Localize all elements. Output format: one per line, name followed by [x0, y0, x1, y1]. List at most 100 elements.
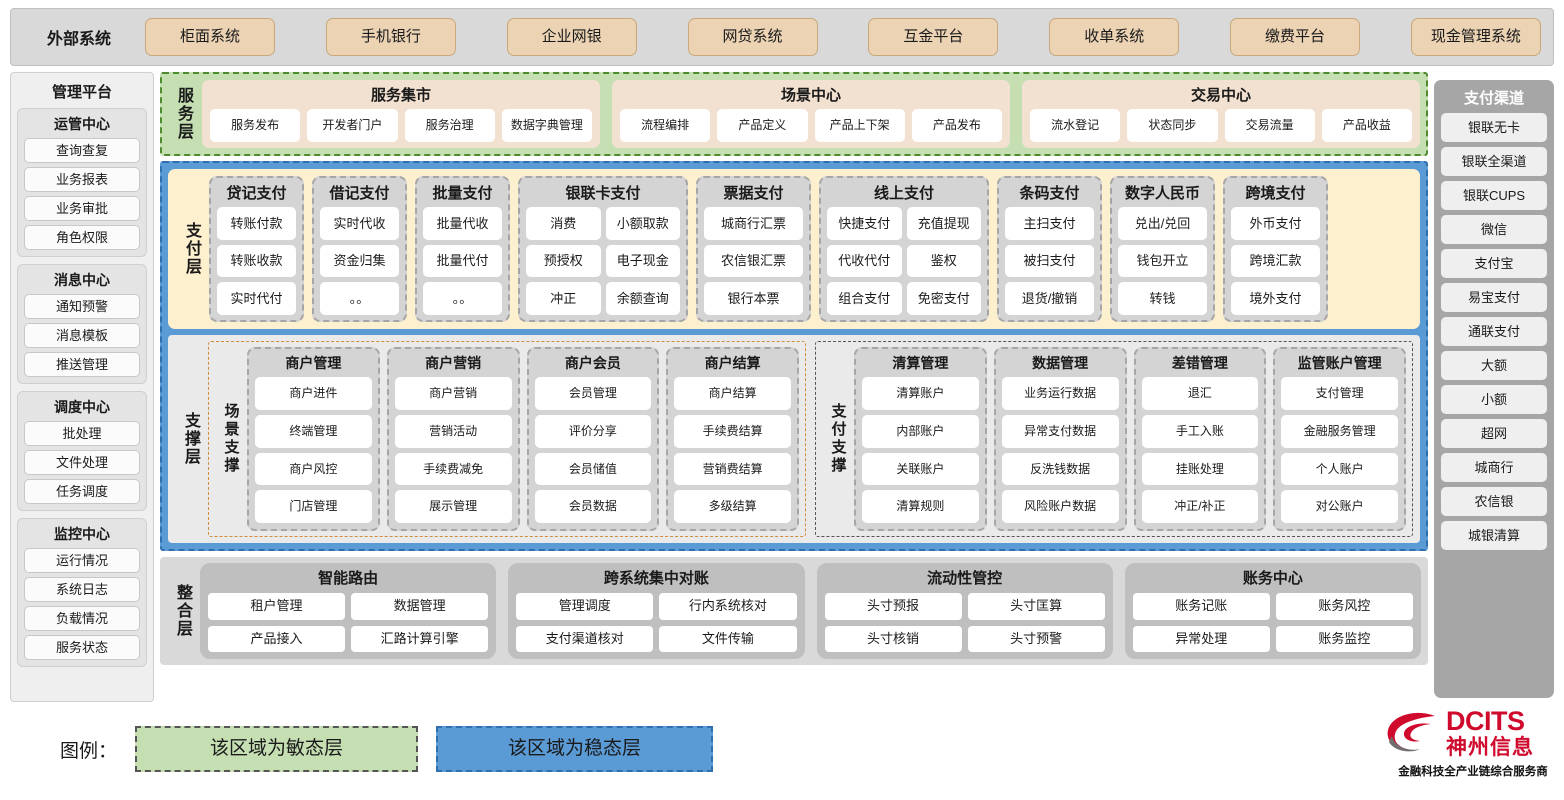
support-item[interactable]: 风险账户数据 — [1001, 490, 1119, 523]
payment-item[interactable]: 快捷支付 — [827, 207, 902, 240]
payment-channel-item[interactable]: 易宝支付 — [1441, 283, 1547, 312]
payment-item[interactable]: 批量代收 — [423, 207, 502, 240]
support-item[interactable]: 金融服务管理 — [1281, 414, 1398, 448]
payment-channel-item[interactable]: 城商行 — [1441, 453, 1547, 482]
payment-item[interactable]: 外币支付 — [1231, 207, 1320, 240]
support-item[interactable]: 评价分享 — [534, 414, 652, 448]
support-item[interactable]: 门店管理 — [255, 490, 372, 523]
support-item[interactable]: 手续费结算 — [674, 414, 791, 448]
integration-item[interactable]: 头寸匡算 — [967, 593, 1105, 620]
management-item[interactable]: 任务调度 — [24, 479, 140, 504]
payment-channel-item[interactable]: 微信 — [1441, 215, 1547, 244]
payment-item[interactable]: 境外支付 — [1231, 282, 1320, 315]
support-item[interactable]: 商户营销 — [394, 377, 512, 410]
payment-item[interactable]: 组合支付 — [827, 282, 902, 315]
payment-item[interactable]: 兑出/兑回 — [1118, 207, 1207, 240]
support-item[interactable]: 手续费减免 — [394, 452, 512, 486]
service-item[interactable]: 流水登记 — [1030, 109, 1121, 142]
external-system-item[interactable]: 网贷系统 — [687, 18, 818, 56]
support-item[interactable]: 个人账户 — [1281, 452, 1398, 486]
support-item[interactable]: 手工入账 — [1141, 414, 1259, 448]
support-item[interactable]: 营销活动 — [394, 414, 512, 448]
support-item[interactable]: 清算账户 — [862, 377, 979, 410]
support-item[interactable]: 业务运行数据 — [1001, 377, 1119, 410]
payment-channel-item[interactable]: 支付宝 — [1441, 249, 1547, 278]
support-item[interactable]: 清算规则 — [862, 490, 979, 523]
payment-channel-item[interactable]: 银联CUPS — [1441, 181, 1547, 210]
service-item[interactable]: 数据字典管理 — [501, 109, 592, 142]
service-item[interactable]: 产品上下架 — [814, 109, 905, 142]
integration-item[interactable]: 行内系统核对 — [659, 593, 797, 620]
payment-item[interactable]: 转账收款 — [217, 244, 296, 278]
management-item[interactable]: 角色权限 — [24, 225, 140, 250]
payment-channel-item[interactable]: 农信银 — [1441, 487, 1547, 516]
payment-item[interactable]: 实时代收 — [320, 207, 399, 240]
integration-item[interactable]: 头寸核销 — [824, 625, 962, 652]
payment-channel-item[interactable]: 超网 — [1441, 419, 1547, 448]
external-system-item[interactable]: 现金管理系统 — [1410, 18, 1541, 56]
management-item[interactable]: 运行情况 — [24, 548, 140, 573]
support-item[interactable]: 商户进件 — [255, 377, 372, 410]
payment-item[interactable]: 鉴权 — [906, 244, 981, 278]
payment-item[interactable]: 充值提现 — [906, 207, 981, 240]
payment-item[interactable]: 退货/撤销 — [1005, 282, 1094, 315]
support-item[interactable]: 会员储值 — [534, 452, 652, 486]
support-item[interactable]: 商户风控 — [255, 452, 372, 486]
service-item[interactable]: 交易流量 — [1224, 109, 1315, 142]
support-item[interactable]: 商户结算 — [674, 377, 791, 410]
support-item[interactable]: 多级结算 — [674, 490, 791, 523]
service-item[interactable]: 服务治理 — [404, 109, 495, 142]
service-item[interactable]: 产品定义 — [717, 109, 808, 142]
support-item[interactable]: 反洗钱数据 — [1001, 452, 1119, 486]
payment-item[interactable]: 转账付款 — [217, 207, 296, 240]
integration-item[interactable]: 账务监控 — [1275, 625, 1413, 652]
support-item[interactable]: 内部账户 — [862, 414, 979, 448]
payment-item[interactable]: 小额取款 — [605, 207, 680, 240]
integration-item[interactable]: 文件传输 — [659, 625, 797, 652]
integration-item[interactable]: 汇路计算引擎 — [351, 625, 489, 652]
integration-item[interactable]: 数据管理 — [351, 593, 489, 620]
management-item[interactable]: 通知预警 — [24, 294, 140, 319]
payment-item[interactable]: 被扫支付 — [1005, 244, 1094, 278]
management-item[interactable]: 服务状态 — [24, 635, 140, 660]
support-item[interactable]: 会员管理 — [534, 377, 652, 410]
payment-item[interactable]: 城商行汇票 — [704, 207, 803, 240]
management-item[interactable]: 负载情况 — [24, 606, 140, 631]
payment-item[interactable]: 钱包开立 — [1118, 244, 1207, 278]
payment-channel-item[interactable]: 通联支付 — [1441, 317, 1547, 346]
payment-item[interactable]: 批量代付 — [423, 244, 502, 278]
support-item[interactable]: 对公账户 — [1281, 490, 1398, 523]
service-item[interactable]: 状态同步 — [1127, 109, 1218, 142]
service-item[interactable]: 流程编排 — [620, 109, 711, 142]
support-item[interactable]: 关联账户 — [862, 452, 979, 486]
payment-item[interactable]: 资金归集 — [320, 244, 399, 278]
external-system-item[interactable]: 缴费平台 — [1230, 18, 1361, 56]
integration-item[interactable]: 支付渠道核对 — [516, 625, 654, 652]
service-item[interactable]: 开发者门户 — [307, 109, 398, 142]
payment-item[interactable]: 免密支付 — [906, 282, 981, 315]
payment-item[interactable]: 冲正 — [526, 282, 601, 315]
payment-item[interactable]: 。。 — [423, 282, 502, 315]
management-item[interactable]: 消息模板 — [24, 323, 140, 348]
payment-item[interactable]: 银行本票 — [704, 282, 803, 315]
external-system-item[interactable]: 收单系统 — [1049, 18, 1180, 56]
integration-item[interactable]: 管理调度 — [516, 593, 654, 620]
integration-item[interactable]: 头寸预警 — [967, 625, 1105, 652]
payment-item[interactable]: 。。 — [320, 282, 399, 315]
management-item[interactable]: 系统日志 — [24, 577, 140, 602]
integration-item[interactable]: 产品接入 — [208, 625, 346, 652]
payment-channel-item[interactable]: 小额 — [1441, 385, 1547, 414]
support-item[interactable]: 退汇 — [1141, 377, 1259, 410]
external-system-item[interactable]: 柜面系统 — [145, 18, 275, 56]
integration-item[interactable]: 头寸预报 — [824, 593, 962, 620]
payment-channel-item[interactable]: 大额 — [1441, 351, 1547, 380]
integration-item[interactable]: 租户管理 — [208, 593, 346, 620]
integration-item[interactable]: 账务记账 — [1132, 593, 1270, 620]
support-item[interactable]: 支付管理 — [1281, 377, 1398, 410]
payment-item[interactable]: 预授权 — [526, 244, 601, 278]
management-item[interactable]: 查询查复 — [24, 138, 140, 163]
external-system-item[interactable]: 企业网银 — [506, 18, 637, 56]
payment-item[interactable]: 实时代付 — [217, 282, 296, 315]
support-item[interactable]: 异常支付数据 — [1001, 414, 1119, 448]
management-item[interactable]: 文件处理 — [24, 450, 140, 475]
